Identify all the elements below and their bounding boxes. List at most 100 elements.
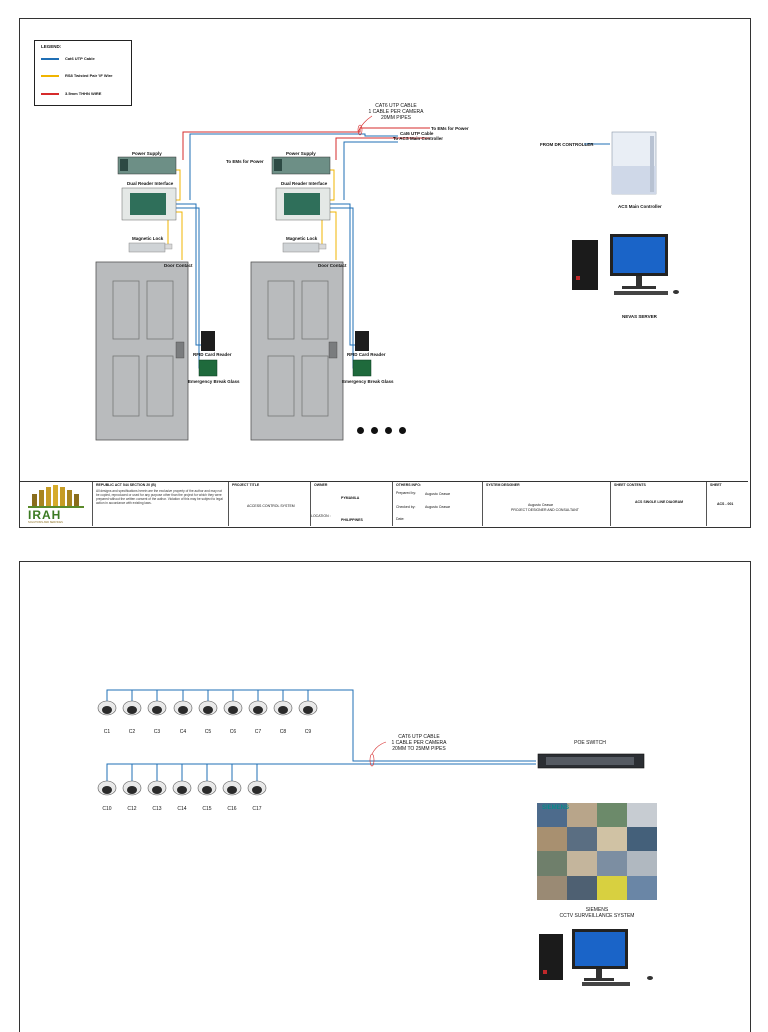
mag-lock-2	[282, 242, 320, 253]
cctv-callout-leader	[371, 741, 387, 755]
card-reader-2	[355, 331, 369, 351]
door-2-handle	[328, 341, 338, 359]
server-tower-led	[576, 276, 580, 280]
cctv-drawing-sheet	[19, 561, 751, 1032]
cable-callout-leader	[357, 115, 373, 133]
camera-label-c9: C9	[304, 729, 312, 735]
legend-label-utp: Cat6 UTP Cable	[65, 56, 95, 61]
camera-label-c3: C3	[153, 729, 161, 735]
law-text: All designs and specifications herein ar…	[96, 489, 223, 505]
camera-label-c2: C2	[128, 729, 136, 735]
cctv-cable-note-3: 20MM TO 25MM PIPES	[392, 746, 446, 752]
camera-label-c4: C4	[179, 729, 187, 735]
door-1	[95, 261, 189, 441]
camera-label-c8: C8	[279, 729, 287, 735]
camera-label-c16: C16	[227, 806, 237, 812]
mag-lock-1	[128, 242, 166, 253]
camera-label-c7: C7	[254, 729, 262, 735]
owner-name: PYMANILA	[341, 496, 360, 500]
irah-logo-icon	[28, 485, 84, 508]
rs8-wire-door2-lock	[319, 218, 323, 249]
camera-label-c6: C6	[229, 729, 237, 735]
cctv-mouse	[647, 976, 653, 980]
door1-door-contact-label: Door Contact	[164, 263, 193, 268]
rs8-wire-door1-contact	[176, 211, 183, 260]
poe-switch-ports	[546, 757, 634, 765]
cctv-server-tower	[539, 934, 563, 980]
power-supply-2	[271, 156, 331, 175]
door2-break-glass-label: Emergency Break Glass	[342, 379, 394, 384]
legend-label-rs8: RS8 Twisted Pair 'IF Wire	[65, 73, 113, 78]
server-mouse	[673, 290, 679, 294]
to-acs-label-1: Cat6 UTP Cable	[400, 131, 434, 136]
irah-logo-subtext: SOLUTIONS AND SERVICES	[28, 521, 63, 524]
door-2-panel-tr	[301, 280, 329, 340]
sheet-number: ACS - 001	[717, 502, 734, 506]
door-1-panel-tl	[112, 280, 140, 340]
camera-row1-group	[97, 700, 318, 716]
continuation-dot-4	[399, 427, 406, 434]
legend-box: LEGEND: Cat6 UTP Cable RS8 Twisted Pair …	[34, 40, 132, 106]
cctv-monitor-screen	[575, 932, 625, 966]
cctv-bus-row1	[106, 689, 536, 762]
prepared-name: Augusto Ceasar	[425, 492, 451, 496]
door-contact-2	[318, 243, 327, 250]
rs8-wire-door2-ps	[330, 169, 335, 201]
server-monitor-base	[622, 286, 656, 289]
door-2-panel-br	[301, 355, 329, 417]
server-monitor-screen	[613, 237, 665, 273]
door-1-panel-bl	[112, 355, 140, 417]
power-supply-1	[117, 156, 177, 175]
door-2-panel-bl	[267, 355, 295, 417]
door-1-panel-br	[146, 355, 174, 417]
controller-label: FROM DR CONTROLLER	[540, 142, 594, 147]
camera-label-c12: C12	[127, 806, 137, 812]
utp-wire-door2-main	[343, 141, 398, 200]
to-edm-mid-label: To EMs for Power	[226, 159, 264, 164]
location-header: LOCATION :	[311, 514, 331, 518]
siemens-logo-text: SIEMENS	[542, 805, 570, 811]
cctv-cable-note-2: 1 CABLE PER CAMERA	[391, 740, 447, 746]
law-header: REPUBLIC ACT 544 SECTION 20 (B)	[96, 483, 156, 487]
cctv-cable-note-1: CAT6 UTP CABLE	[398, 734, 440, 740]
cctv-wiring-diagram	[97, 689, 657, 986]
continuation-dot-3	[385, 427, 392, 434]
cctv-drops-row2	[131, 764, 258, 781]
title-block-logo-cell: IRAH SOLUTIONS AND SERVICES	[20, 482, 92, 526]
project-title: ACCESS CONTROL SYSTEM	[247, 504, 295, 508]
irah-logo-text: IRAH	[28, 508, 62, 522]
title-block-designer-cell: SYSTEM DESIGNER Augusto Ceasar PROJECT D…	[482, 482, 611, 526]
continuation-dot-1	[357, 427, 364, 434]
camera-label-c15: C15	[202, 806, 212, 812]
reader-interface-1-board	[130, 193, 166, 215]
door2-card-reader-label: RFID Card Reader	[347, 352, 386, 357]
legend-swatch-utp	[41, 58, 59, 60]
power-supply-2-terminal	[274, 159, 282, 171]
cctv-system-label-1: SIEMENS	[585, 907, 609, 913]
door2-mag-lock-label: Magnetic Lock	[286, 236, 318, 241]
location-value: PHILIPPINES	[341, 518, 363, 522]
owner-header: OWNER	[314, 483, 328, 487]
power-supply-1-terminal	[120, 159, 128, 171]
legend-title: LEGEND:	[41, 44, 62, 49]
rs8-wire-door1-lock	[165, 218, 169, 249]
cable-callout-ring	[357, 124, 363, 136]
acs-main-controller-label: ACS Main Controller	[618, 204, 662, 209]
title-block-owner-cell: OWNER PYMANILA LOCATION : PHILIPPINES	[310, 482, 393, 526]
server-tower	[572, 240, 598, 290]
sheet-contents: ACS SINGLE LINE DIAGRAM	[635, 500, 684, 504]
door-2-panel-tl	[267, 280, 295, 340]
cctv-drops-row1	[131, 690, 309, 701]
server-monitor-stand	[636, 276, 642, 286]
camera-label-c14: C14	[177, 806, 187, 812]
designer-header: SYSTEM DESIGNER	[486, 483, 520, 487]
cctv-monitor-base	[584, 978, 614, 981]
sheet-header: SHEET	[710, 483, 722, 487]
server-keyboard	[614, 291, 668, 295]
legend-swatch-rs8	[41, 75, 59, 77]
door1-break-glass-label: Emergency Break Glass	[188, 379, 240, 384]
acs-main-controller-edge	[650, 136, 654, 192]
door2-power-supply-label: Power Supply	[286, 151, 316, 156]
rs8-wire-door2-contact	[330, 211, 337, 260]
door1-card-reader-label: RFID Card Reader	[193, 352, 232, 357]
